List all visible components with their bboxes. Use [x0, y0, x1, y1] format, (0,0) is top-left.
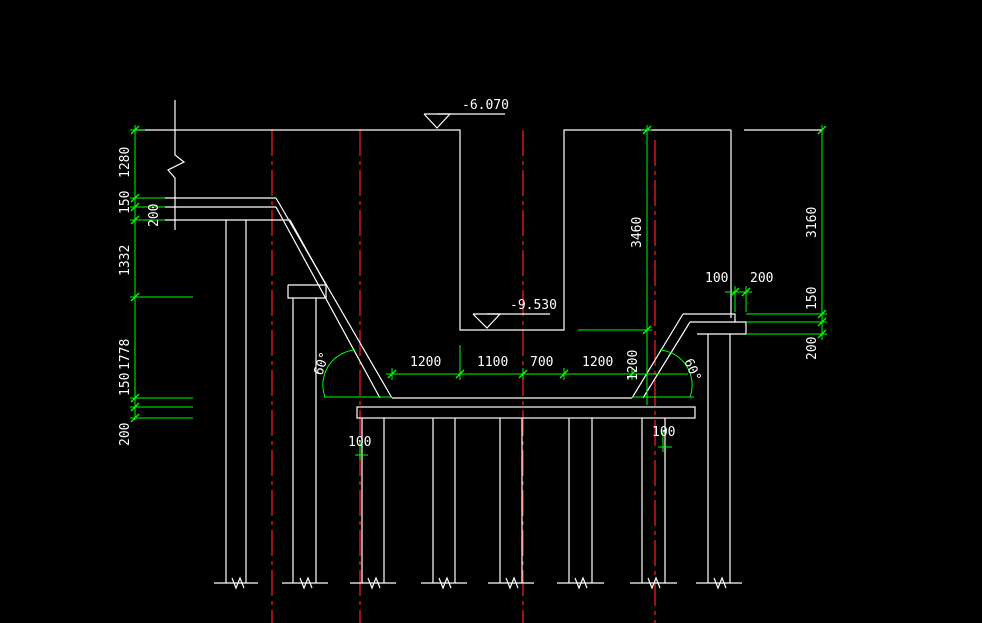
- left-dimension-labels: 1280 150 200 1332 1778 150 200: [118, 147, 162, 446]
- left-slope-back: [289, 219, 327, 286]
- structure: [135, 100, 822, 590]
- dim-1332-left: 1332: [118, 245, 133, 276]
- dim-1100: 1100: [477, 355, 508, 370]
- dim-200-right: 200: [750, 271, 773, 286]
- centerlines: [271, 130, 656, 623]
- grade-line-left: [135, 129, 731, 331]
- dim-1280-left: 1280: [118, 147, 133, 178]
- dim-200-left: 200: [147, 204, 162, 227]
- dim-200-left-b: 200: [118, 423, 133, 446]
- right-slope-outer: [631, 313, 684, 399]
- dim-1200-b: 1200: [582, 355, 613, 370]
- dim-3460: 3460: [630, 217, 645, 248]
- elevation-bottom-label: -9.530: [510, 298, 557, 313]
- bottom-dimension-labels: 1200 1100 700 1200 1200 100 100: [348, 350, 675, 450]
- dim-1778-left: 1778: [118, 339, 133, 370]
- right-dimension-labels: 3460 3160 100 200 150 200: [630, 207, 820, 360]
- dim-700: 700: [530, 355, 553, 370]
- break-symbol: [167, 100, 186, 230]
- dim-3160: 3160: [805, 207, 820, 238]
- elevation-top-label: -6.070: [462, 98, 509, 113]
- dim-100-bottom-right: 100: [652, 425, 675, 440]
- elevation-marker-bottom: [472, 313, 502, 329]
- left-slope-outer: [275, 197, 393, 399]
- bottom-slab: [356, 406, 696, 419]
- dim-1200-c: 1200: [626, 350, 641, 381]
- dim-100-right: 100: [705, 271, 728, 286]
- right-cap: [683, 313, 747, 335]
- dim-150-left: 150: [118, 191, 133, 214]
- dim-200-right-b: 200: [805, 337, 820, 360]
- dim-150-left-b: 150: [118, 373, 133, 396]
- elevation-marker-top: [423, 113, 452, 129]
- piles: [214, 220, 742, 584]
- angle-right: 60°: [680, 357, 703, 385]
- dimensions: [130, 125, 827, 460]
- dim-150-right: 150: [805, 287, 820, 310]
- right-slope-inner: [642, 321, 691, 399]
- left-step: [287, 284, 327, 299]
- elevation-labels: -6.070 -9.530: [462, 98, 557, 313]
- dim-1200-a: 1200: [410, 355, 441, 370]
- dim-100-bottom-left: 100: [348, 435, 371, 450]
- angle-left: 60°: [312, 350, 334, 377]
- left-slope-inner: [275, 206, 381, 399]
- pile-breaks: [231, 576, 727, 590]
